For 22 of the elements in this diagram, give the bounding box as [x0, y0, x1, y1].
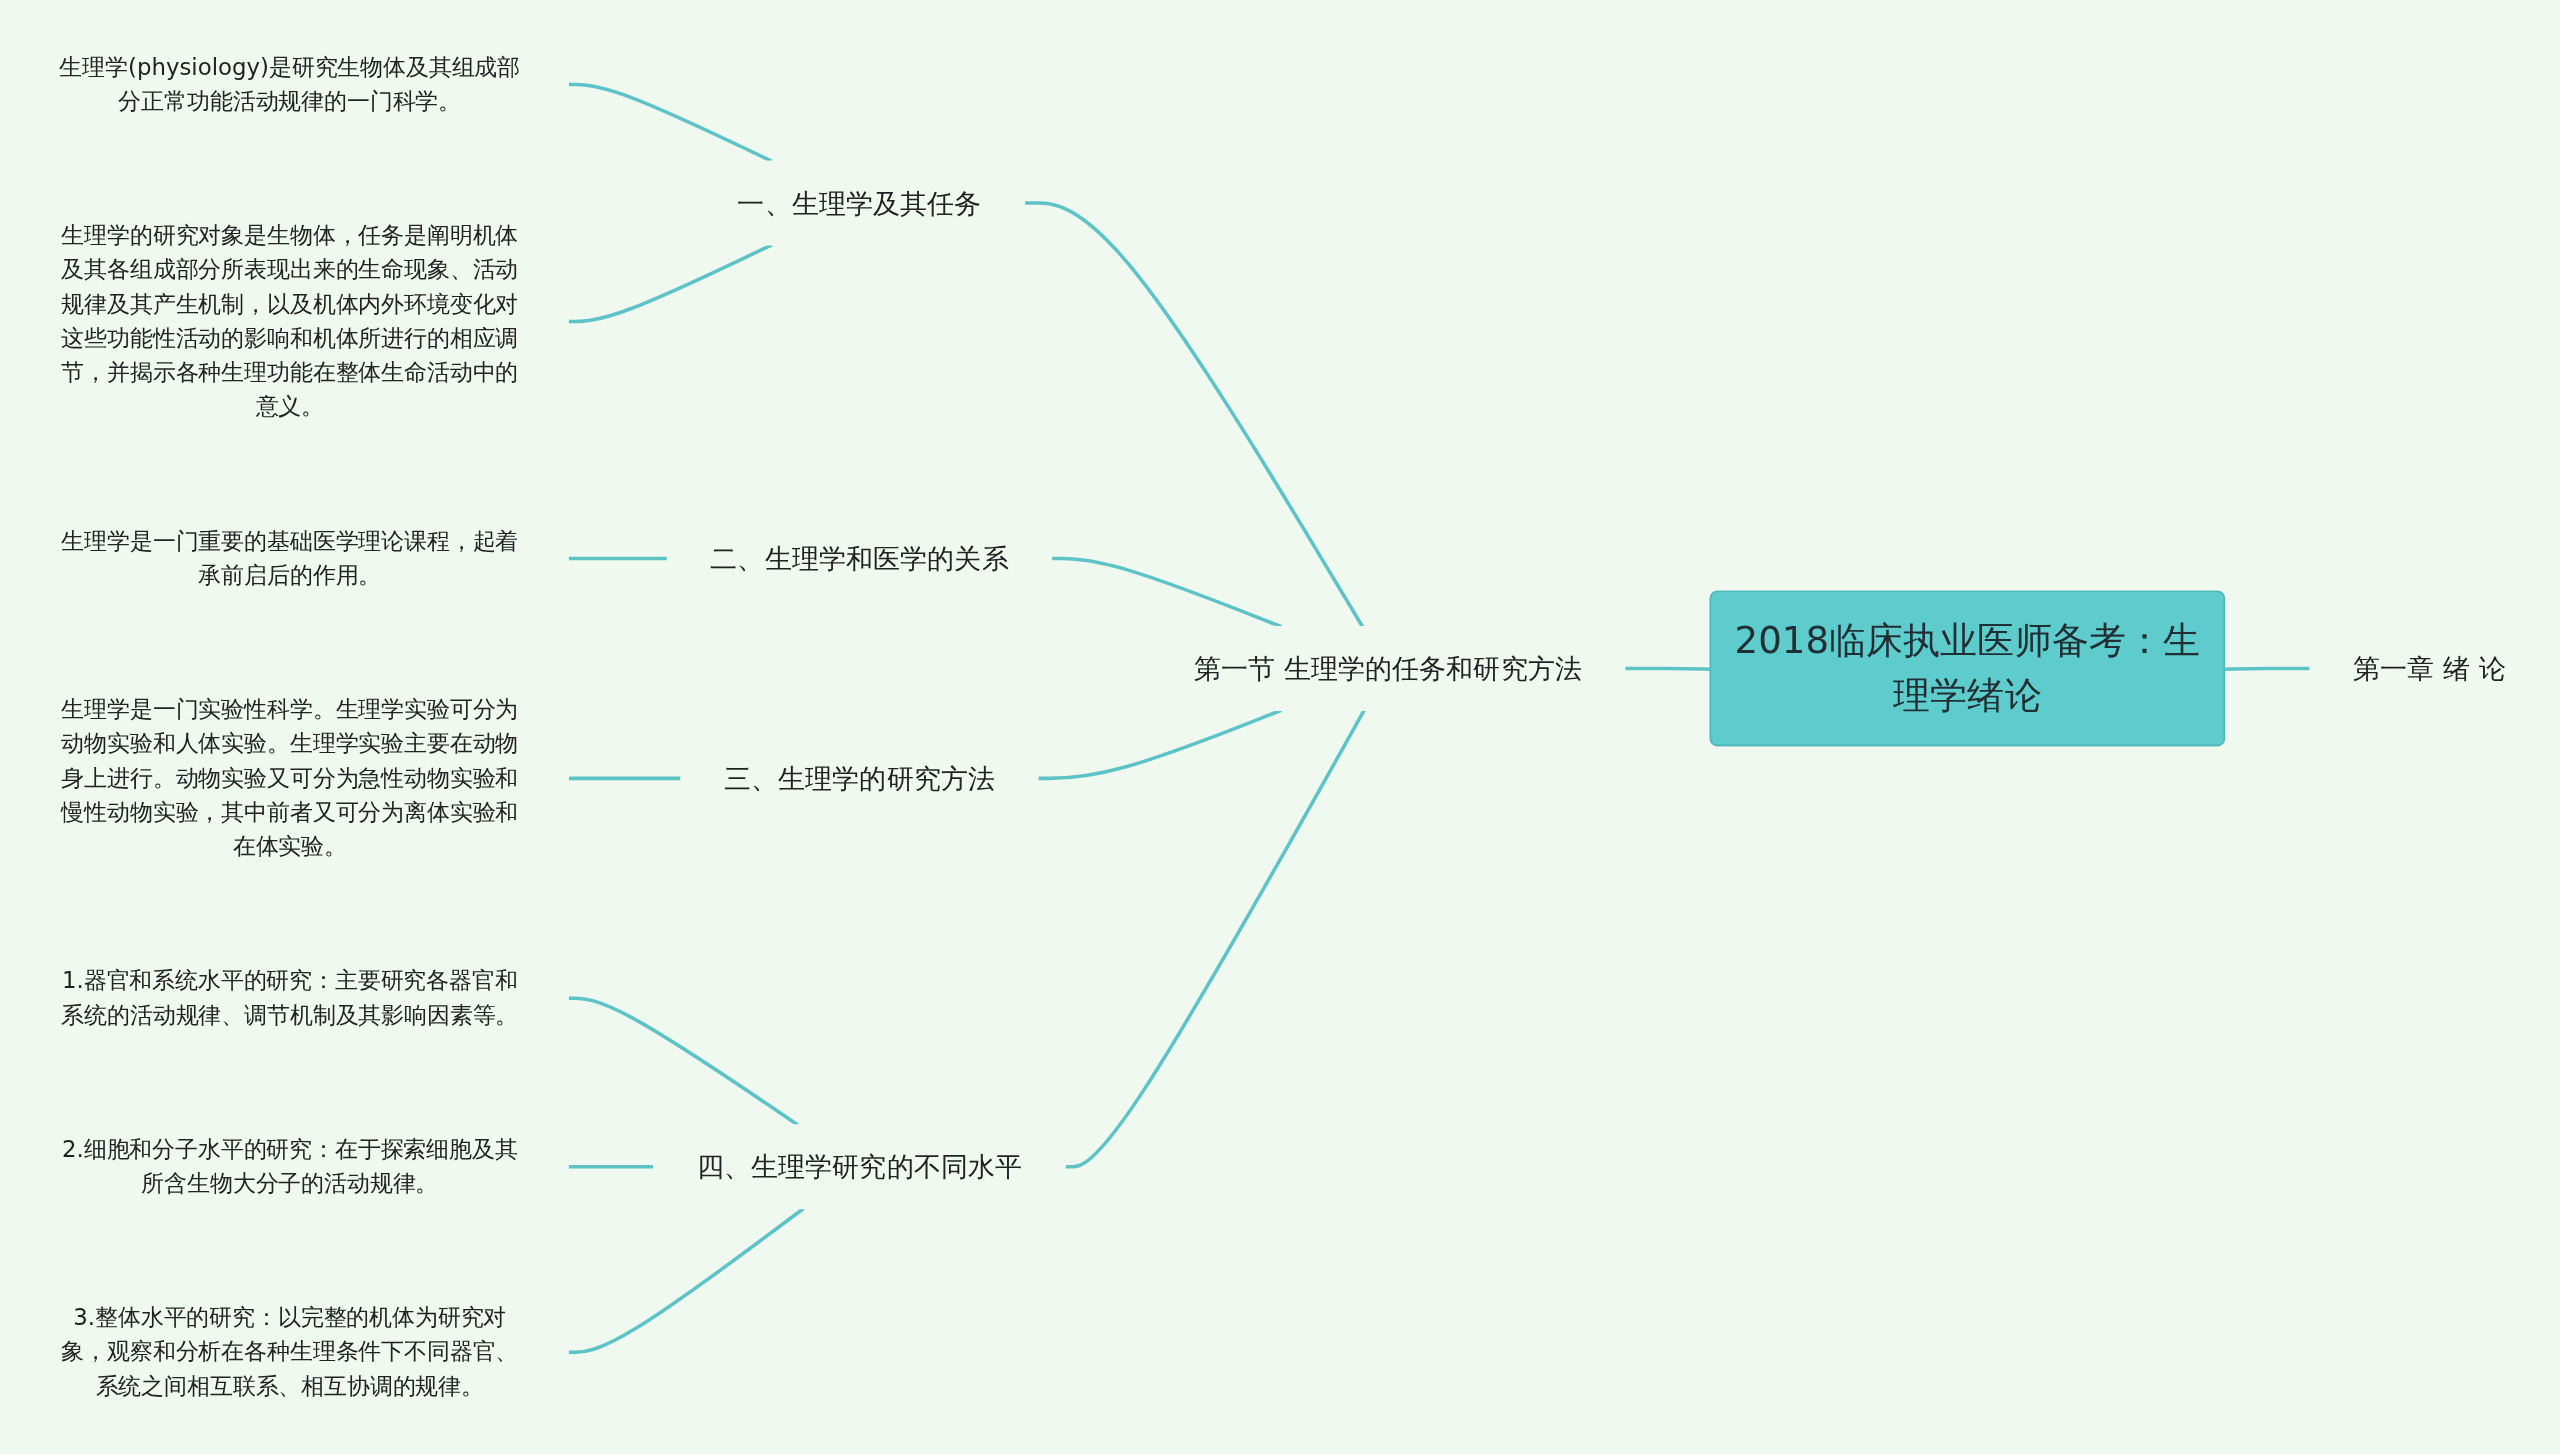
node-text: 四、生理学研究的不同水平: [696, 1150, 1023, 1183]
node-text: 1.器官和系统水平的研究：主要研究各器官和系统的活动规律、调节机制及其影响因素等。: [61, 966, 519, 1029]
connector: [568, 776, 681, 781]
connector: [568, 1164, 654, 1169]
connector: [568, 82, 773, 163]
node-text: 生理学是一门重要的基础医学理论课程，起着承前启后的作用。: [61, 527, 519, 589]
connector: [1024, 201, 1365, 628]
node-text: 生理学的研究对象是生物体，任务是阐明机体及其各组成部分所表现出来的生命现象、活动规律及其产生机制，以及机体内外环境变化对这些功能性活动的影响和机体所进行的相应调节，并揭示各种生理功能在整体生命活动中的意义。: [61, 221, 519, 421]
connector: [2225, 666, 2311, 671]
node-text: 第一章 绪 论: [2352, 652, 2506, 684]
node-text: 生理学(physiology)是研究生物体及其组成部分正常功能活动规律的一门科学。: [59, 53, 521, 115]
node-text: 第一节 生理学的任务和研究方法: [1193, 652, 1582, 684]
node-text: 2.细胞和分子水平的研究：在于探索细胞及其所含生物大分子的活动规律。: [61, 1135, 518, 1197]
node-text: 3.整体水平的研究：以完整的机体为研究对象，观察和分析在各种生理条件下不同器官、系统之间相互联系、相互协调的规律。: [61, 1303, 519, 1400]
node-text: 生理学是一门实验性科学。生理学实验可分为动物实验和人体实验。生理学实验主要在动物身上进行。动物实验又可分为急性动物实验和慢性动物实验，其中前者又可分为离体实验和在体实验。: [61, 695, 519, 860]
connector: [568, 243, 773, 324]
connector: [1065, 709, 1366, 1169]
node-text: 二、生理学和医学的关系: [710, 542, 1009, 574]
connector: [568, 556, 668, 561]
connector: [568, 1207, 805, 1355]
node-text: 三、生理学的研究方法: [723, 762, 996, 794]
node-text: 一、生理学及其任务: [737, 186, 982, 219]
